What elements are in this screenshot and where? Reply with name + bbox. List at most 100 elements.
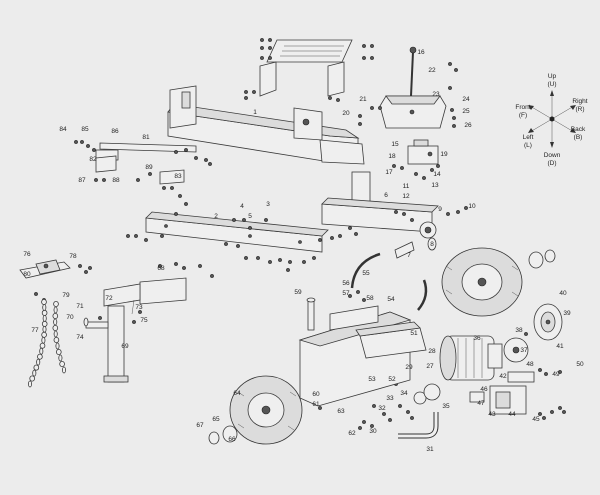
bolt-icon xyxy=(88,266,92,270)
callout-52: 52 xyxy=(388,376,396,383)
chain-link xyxy=(59,360,65,367)
callout-23: 23 xyxy=(432,91,440,98)
bolt-icon xyxy=(80,140,84,144)
chain-link xyxy=(27,380,32,388)
callout-35: 35 xyxy=(442,403,450,410)
bolt-icon xyxy=(268,260,272,264)
callout-43: 43 xyxy=(488,411,496,418)
callout-28: 28 xyxy=(428,348,436,355)
callout-49: 49 xyxy=(552,371,560,378)
bracket-23 xyxy=(379,95,447,129)
bolt-icon xyxy=(260,38,264,42)
callout-82: 82 xyxy=(89,156,97,163)
bolt-icon xyxy=(182,266,186,270)
bolt-icon xyxy=(268,38,272,42)
bolt-icon xyxy=(94,178,98,182)
callout-45: 45 xyxy=(532,416,540,423)
callout-85: 85 xyxy=(81,126,89,133)
callout-67: 67 xyxy=(196,422,204,429)
callout-9: 9 xyxy=(438,206,442,213)
callout-33: 33 xyxy=(386,395,394,402)
pulley-39 xyxy=(533,303,563,341)
bolt-icon xyxy=(198,264,202,268)
bolt-icon xyxy=(436,164,440,168)
bolt-icon xyxy=(414,172,418,176)
callout-37: 37 xyxy=(520,347,528,354)
bolt-icon xyxy=(362,44,366,48)
bolt-icon xyxy=(252,90,256,94)
chain-link xyxy=(41,320,48,327)
bolt-icon xyxy=(388,418,392,422)
compass-back-label: Back xyxy=(571,126,586,133)
bolt-icon xyxy=(348,226,352,230)
callout-39: 39 xyxy=(563,310,571,317)
callout-80: 80 xyxy=(23,271,31,278)
valve-block xyxy=(407,139,439,165)
pin-7 xyxy=(394,237,437,259)
left-wheel xyxy=(229,375,303,445)
bolt-icon xyxy=(338,234,342,238)
callout-89: 89 xyxy=(145,164,153,171)
callout-3: 3 xyxy=(266,201,270,208)
bolt-icon xyxy=(328,96,332,100)
chain-link xyxy=(42,304,47,311)
bolt-icon xyxy=(162,186,166,190)
bolt-icon xyxy=(138,310,142,314)
bolt-icon xyxy=(260,56,264,60)
bolt-icon xyxy=(160,234,164,238)
bolt-icon xyxy=(538,368,542,372)
callout-59: 59 xyxy=(294,289,302,296)
bolt-icon xyxy=(144,238,148,242)
chain-link xyxy=(52,324,59,331)
callout-38: 38 xyxy=(515,327,523,334)
lower-beam xyxy=(145,211,329,253)
bolt-icon xyxy=(78,264,82,268)
bolt-icon xyxy=(358,426,362,430)
bolt-icon xyxy=(74,140,78,144)
bolt-icon xyxy=(370,56,374,60)
bolt-icon xyxy=(430,168,434,172)
callout-2: 2 xyxy=(214,213,218,220)
bolt-icon xyxy=(448,86,452,90)
callout-65: 65 xyxy=(212,416,220,423)
bolt-icon xyxy=(208,162,212,166)
callout-24: 24 xyxy=(462,96,470,103)
bolt-icon xyxy=(348,294,352,298)
bolt-icon xyxy=(362,56,366,60)
bolt-icon xyxy=(92,148,96,152)
chain-link xyxy=(55,342,60,350)
callout-60: 60 xyxy=(312,391,320,398)
bolt-icon xyxy=(288,260,292,264)
callout-54: 54 xyxy=(387,296,395,303)
callout-53: 53 xyxy=(368,376,376,383)
callout-13: 13 xyxy=(431,182,439,189)
callout-5: 5 xyxy=(248,213,252,220)
bolt-icon xyxy=(178,194,182,198)
slide-beam xyxy=(321,171,439,239)
callout-30: 30 xyxy=(369,428,377,435)
bolt-icon xyxy=(544,372,548,376)
wheel-caps xyxy=(208,249,556,445)
bolt-icon xyxy=(330,236,334,240)
bolt-icon xyxy=(362,298,366,302)
callout-48: 48 xyxy=(526,361,534,368)
callout-25: 25 xyxy=(462,108,470,115)
callout-20: 20 xyxy=(342,110,350,117)
chain-link xyxy=(41,336,46,344)
bolt-icon xyxy=(336,98,340,102)
bolt-icon xyxy=(236,244,240,248)
callout-42: 42 xyxy=(499,373,507,380)
callout-55: 55 xyxy=(362,270,370,277)
stand xyxy=(83,277,187,383)
chain-link xyxy=(53,306,58,314)
bolt-icon xyxy=(158,264,162,268)
callout-87: 87 xyxy=(78,177,86,184)
chain-link xyxy=(42,314,47,322)
compass-down-abbr: (D) xyxy=(547,160,556,167)
chain-link xyxy=(55,348,62,355)
compass-up-abbr: (U) xyxy=(547,81,556,88)
bolt-icon xyxy=(382,412,386,416)
callout-72: 72 xyxy=(105,295,113,302)
